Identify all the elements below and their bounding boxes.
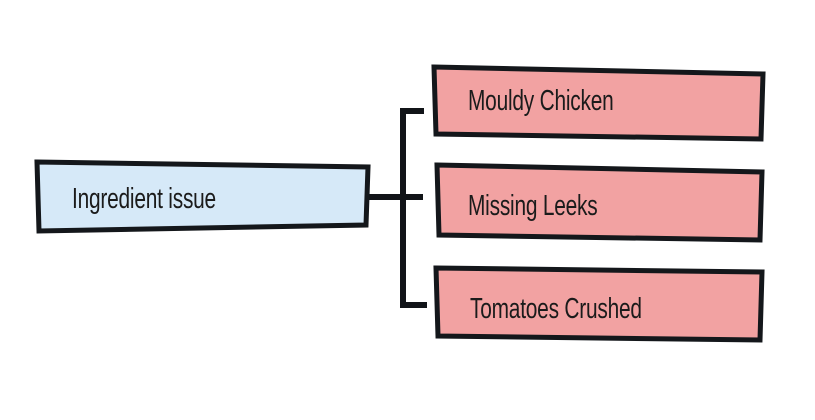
- node-child-label-1: Mouldy Chicken: [468, 85, 614, 117]
- node-root-box[interactable]: [34, 159, 371, 234]
- node-child-label-2: Missing Leeks: [468, 190, 598, 222]
- node-child-box-2[interactable]: [434, 162, 765, 243]
- node-root-label: Ingredient issue: [72, 183, 216, 215]
- node-child-box-3[interactable]: [433, 265, 765, 343]
- node-child-box-1[interactable]: [431, 64, 766, 142]
- node-child-label-3: Tomatoes Crushed: [470, 293, 642, 325]
- connector-tree: [368, 108, 427, 308]
